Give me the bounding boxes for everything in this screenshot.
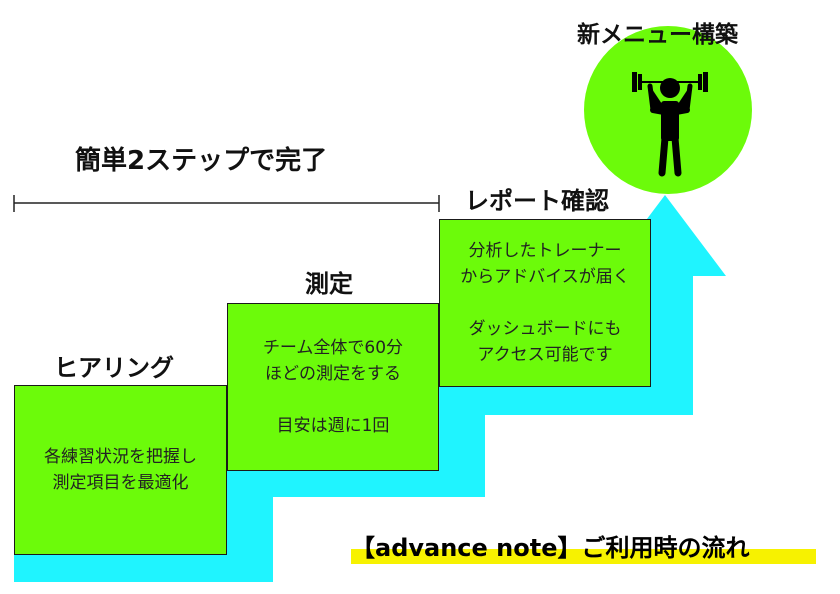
step-measurement-text: チーム全体で60分 ほどの測定をする 目安は週に1回 (262, 338, 404, 436)
step-box-measurement: チーム全体で60分 ほどの測定をする 目安は週に1回 (227, 303, 439, 471)
footer-caption: 【advance note】ご利用時の流れ (351, 528, 816, 568)
step-measurement-title: 測定 (305, 270, 353, 298)
bracket-label: 簡単2ステップで完了 (75, 146, 328, 176)
step-report-title: レポート確認 (465, 187, 609, 215)
step-box-report: 分析したトレーナー からアドバイスが届く ダッシュボードにも アクセス可能です (439, 219, 651, 387)
step-hearing-title: ヒアリング (54, 354, 174, 382)
step-report-text: 分析したトレーナー からアドバイスが届く ダッシュボードにも アクセス可能です (460, 241, 630, 365)
bracket-line (13, 195, 440, 212)
goal-title: 新メニュー構築 (577, 22, 738, 48)
weightlifter-icon (632, 72, 708, 177)
step-box-hearing: 各練習状況を把握し 測定項目を最適化 (14, 385, 227, 555)
step-hearing-text: 各練習状況を把握し 測定項目を最適化 (44, 447, 197, 493)
